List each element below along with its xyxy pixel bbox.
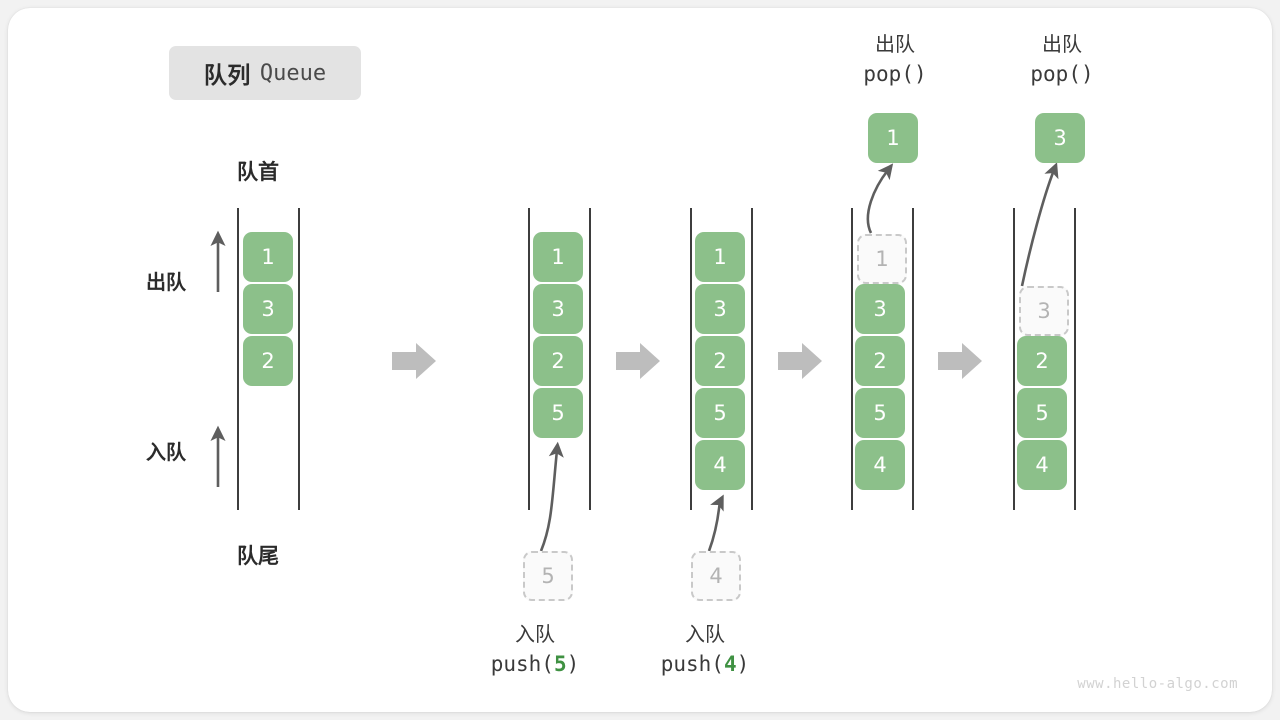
rail-right [298,208,300,510]
title-en: Queue [259,60,327,86]
queue-cell: 5 [1017,388,1067,438]
pop2-label-code: pop() [1030,62,1094,86]
rear-label: 队尾 [237,544,279,568]
queue-cell: 4 [855,440,905,490]
queue-cell: 3 [533,284,583,334]
queue-cell: 3 [695,284,745,334]
rail-left [237,208,239,510]
step-separator-4 [938,343,982,379]
pop1-label-cn: 出队 [875,32,915,56]
incoming-ghost-cell: 5 [523,551,573,601]
queue-cell-ghost: 1 [857,234,907,284]
queue-cell: 2 [855,336,905,386]
push4-label: 入队 push(4) [610,620,800,679]
queue-cell: 2 [1017,336,1067,386]
rail-left [528,208,530,510]
rail-right [589,208,591,510]
step-separator-3 [778,343,822,379]
rail-left [851,208,853,510]
pop1-label-code: pop() [863,62,927,86]
rail-left [690,208,692,510]
queue-cell: 4 [1017,440,1067,490]
push5-label-code: push(5) [490,652,580,676]
push4-label-code: push(4) [660,652,750,676]
push5-arrow-icon [539,441,564,552]
popped-cell: 3 [1035,113,1085,163]
queue-cell: 2 [695,336,745,386]
step-separator-1 [392,343,436,379]
queue-cell: 5 [855,388,905,438]
watermark: www.hello-algo.com [1077,676,1238,692]
rail-left [1013,208,1015,510]
rail-right [751,208,753,510]
push5-label-cn: 入队 [515,622,555,646]
push4-label-cn: 入队 [685,622,725,646]
dequeue-label: 出队 [146,270,186,294]
push4-arrow-icon [707,494,724,552]
pop1-label: 出队 pop() [800,30,990,89]
queue-cell: 1 [533,232,583,282]
pop1-arrow-icon [866,163,894,234]
queue-cell: 3 [855,284,905,334]
front-label: 队首 [237,160,279,184]
queue-cell: 5 [695,388,745,438]
rail-right [1074,208,1076,510]
queue-cell: 1 [695,232,745,282]
pop2-label: 出队 pop() [967,30,1157,89]
queue-cell: 4 [695,440,745,490]
queue-cell-ghost: 3 [1019,286,1069,336]
queue-cell: 2 [243,336,293,386]
rail-right [912,208,914,510]
enqueue-label: 入队 [146,440,186,464]
popped-cell: 1 [868,113,918,163]
incoming-ghost-cell: 4 [691,551,741,601]
queue-cell: 5 [533,388,583,438]
pop2-label-cn: 出队 [1042,32,1082,56]
queue-cell: 1 [243,232,293,282]
push5-label: 入队 push(5) [440,620,630,679]
queue-cell: 2 [533,336,583,386]
title-cn: 队列 [203,63,251,89]
step-separator-2 [616,343,660,379]
pop2-arrow-icon [1020,162,1059,287]
title-badge: 队列 Queue [169,46,361,100]
queue-cell: 3 [243,284,293,334]
